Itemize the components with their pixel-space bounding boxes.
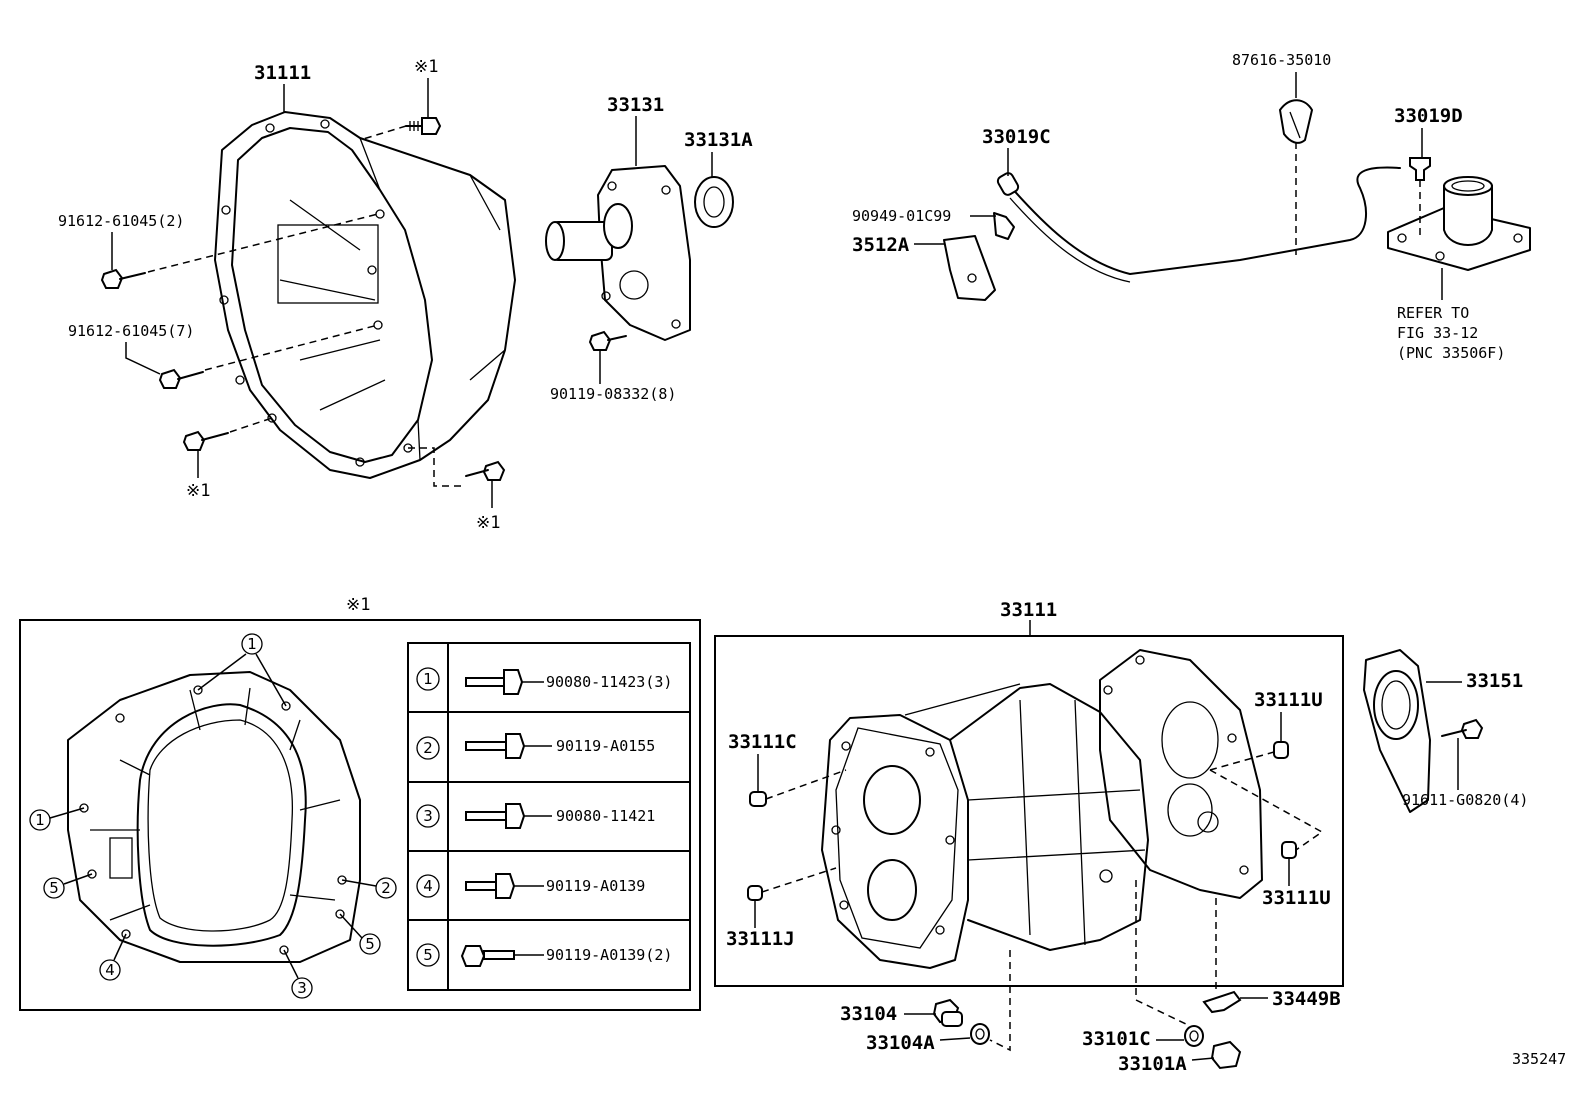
bolt-90119 bbox=[588, 330, 627, 351]
adapter-plate bbox=[1099, 649, 1263, 899]
refer-line2: FIG 33-12 bbox=[1397, 324, 1478, 342]
bolt2-label: 91612-61045(7) bbox=[68, 322, 194, 340]
pin-c-label: 33111C bbox=[728, 731, 797, 753]
legend-row-4-num: 4 bbox=[423, 877, 433, 895]
legend-row-2-part: 90119-A0155 bbox=[556, 737, 655, 755]
bolt-legend-table bbox=[407, 642, 691, 991]
legend-heading: ※1 bbox=[346, 595, 370, 615]
legend-row-3-num: 3 bbox=[423, 807, 433, 825]
gasket-33104A bbox=[970, 1023, 990, 1045]
bracket-87616 bbox=[1278, 99, 1314, 144]
retainer-label: 33131 bbox=[607, 94, 664, 116]
legend-row-3-part: 90080-11421 bbox=[556, 807, 655, 825]
callout-5-right: 5 bbox=[365, 935, 375, 953]
clamp-label: 3512A bbox=[852, 234, 910, 256]
transmission-case bbox=[821, 683, 1149, 969]
case-group-frame bbox=[714, 635, 1344, 987]
legend-row-2-num: 2 bbox=[423, 739, 433, 757]
rear-retainer-33151 bbox=[1363, 649, 1431, 813]
housing-face-view bbox=[67, 671, 361, 963]
pin-u-top-label: 33111U bbox=[1254, 689, 1323, 711]
callout-3: 3 bbox=[297, 979, 307, 997]
housing-label: 31111 bbox=[254, 62, 311, 84]
clip-90949 bbox=[993, 212, 1015, 240]
legend-row-2: 2 90119-A0155 bbox=[416, 733, 655, 760]
legend-row-5-part: 90119-A0139(2) bbox=[546, 946, 672, 964]
retainer-bolt-label: 90119-08332(8) bbox=[550, 385, 676, 403]
legend-row-5-num: 5 bbox=[423, 946, 433, 964]
clamp-3512A bbox=[943, 235, 996, 301]
seal-label: 33131A bbox=[684, 129, 753, 151]
plate-label: 33449B bbox=[1272, 988, 1341, 1010]
bolt1-label: 91612-61045(2) bbox=[58, 212, 184, 230]
gasket-33101C bbox=[1184, 1025, 1204, 1047]
shift-cover bbox=[1387, 176, 1531, 271]
pin-j-label: 33111J bbox=[726, 928, 795, 950]
case-group-label: 33111 bbox=[1000, 599, 1057, 621]
rear-retainer-label: 33151 bbox=[1466, 670, 1523, 692]
hose-label: 33019C bbox=[982, 126, 1051, 148]
drain-gasket-label: 33101C bbox=[1082, 1028, 1151, 1050]
plate-33449B bbox=[1202, 990, 1242, 1014]
pin-33111J bbox=[747, 885, 763, 901]
callout-2: 2 bbox=[381, 879, 391, 897]
legend-row-4-part: 90119-A0139 bbox=[546, 877, 645, 895]
bolt-91612-7 bbox=[158, 368, 204, 389]
mark-bottom-right: ※1 bbox=[476, 513, 500, 533]
drain-plug-label: 33101A bbox=[1118, 1053, 1187, 1075]
plug-gasket-label: 33104A bbox=[866, 1032, 935, 1054]
plug-label: 33104 bbox=[840, 1003, 897, 1025]
callout-5-left: 5 bbox=[49, 879, 59, 897]
mark-top: ※1 bbox=[414, 57, 438, 77]
pin-33111U-top bbox=[1273, 741, 1289, 759]
front-bearing-retainer bbox=[545, 165, 691, 341]
mark-bottom-left: ※1 bbox=[186, 481, 210, 501]
rear-retainer-bolt-label: 91611-G0820(4) bbox=[1402, 791, 1528, 809]
pin-u-bottom-label: 33111U bbox=[1262, 887, 1331, 909]
clip-label: 90949-01C99 bbox=[852, 207, 951, 225]
legend-row-1: 1 90080-11423(3) bbox=[416, 667, 672, 695]
bolt-bottom-right bbox=[465, 460, 506, 481]
bolt-top bbox=[405, 117, 442, 135]
oil-seal-33131A bbox=[694, 176, 734, 228]
refer-line3: (PNC 33506F) bbox=[1397, 344, 1505, 362]
bolt-legend-frame bbox=[19, 619, 701, 1011]
legend-row-5: 5 90119-A0139(2) bbox=[416, 943, 672, 967]
breather-hose bbox=[996, 166, 1401, 283]
figure-code: 335247 bbox=[1512, 1050, 1566, 1068]
bracket-label: 87616-35010 bbox=[1232, 51, 1331, 69]
fitting-label: 33019D bbox=[1394, 105, 1463, 127]
legend-row-3: 3 90080-11421 bbox=[416, 803, 655, 829]
legend-row-1-part: 90080-11423(3) bbox=[546, 673, 672, 691]
legend-row-4: 4 90119-A0139 bbox=[416, 873, 645, 899]
pin-33111U-bottom bbox=[1281, 841, 1297, 859]
bolt-91611 bbox=[1441, 718, 1484, 739]
bolt-bottom-left bbox=[182, 430, 229, 451]
callout-1-left: 1 bbox=[35, 811, 45, 829]
plug-33104 bbox=[932, 998, 963, 1027]
clutch-housing-drawing bbox=[214, 111, 516, 479]
bolt-91612-2 bbox=[100, 268, 146, 289]
refer-line1: REFER TO bbox=[1397, 304, 1469, 322]
pin-33111C bbox=[749, 791, 767, 807]
drain-plug-33101A bbox=[1210, 1040, 1242, 1070]
callout-1-top: 1 bbox=[247, 635, 257, 653]
legend-row-1-num: 1 bbox=[423, 670, 433, 688]
callout-4: 4 bbox=[105, 961, 115, 979]
fitting-33019D bbox=[1409, 157, 1431, 181]
